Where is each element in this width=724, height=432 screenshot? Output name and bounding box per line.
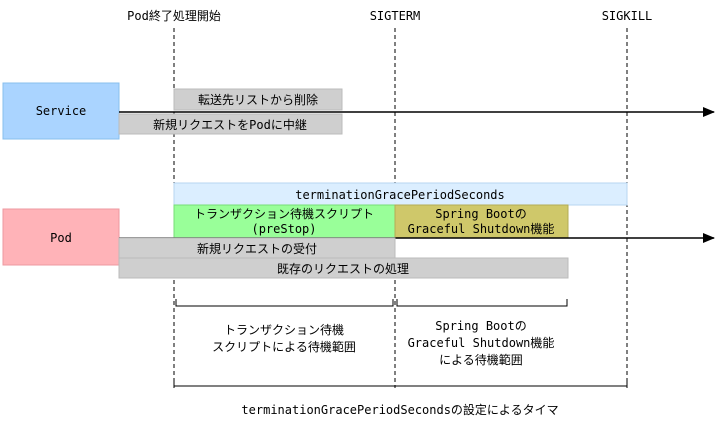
service-box	[2, 82, 120, 140]
spring-range-label-2: Graceful Shutdown機能	[408, 335, 555, 350]
script-range-label-1: トランザクション待機	[224, 322, 344, 337]
marker-pod-termination-start: Pod終了処理開始	[127, 8, 221, 23]
pod-box	[2, 208, 120, 266]
pod-label: Pod	[50, 231, 72, 245]
bracket-script-range	[175, 299, 394, 307]
bracket-timer-range	[173, 378, 628, 387]
timer-range-label: terminationGracePeriodSecondsの設定によるタイマ	[241, 402, 558, 417]
bar-spring-graceful-shutdown	[394, 204, 569, 239]
bar-accept-new-requests-label: 新規リクエストの受付	[197, 241, 317, 256]
bar-process-existing-requests	[118, 257, 569, 279]
bar-transaction-wait-label-1: トランザクション待機スクリプト	[194, 206, 374, 221]
bar-relay-new-requests-label: 新規リクエストをPodに中継	[153, 117, 307, 132]
bar-transaction-wait-label-2: (preStop)	[251, 222, 316, 236]
grace-period-label: terminationGracePeriodSeconds	[295, 188, 505, 202]
bar-spring-shutdown-label-1: Spring Bootの	[435, 207, 526, 221]
spring-range-label-3: による待機範囲	[439, 352, 523, 367]
bar-process-existing-requests-label: 既存のリクエストの処理	[277, 262, 409, 276]
marker-sigkill: SIGKILL	[602, 9, 653, 23]
bar-relay-new-requests	[118, 113, 343, 135]
script-range-label-2: スクリプトによる待機範囲	[212, 339, 356, 354]
bar-remove-destination-label: 転送先リストから削除	[198, 92, 318, 107]
marker-sigterm: SIGTERM	[370, 9, 421, 23]
bar-spring-shutdown-label-2: Graceful Shutdown機能	[408, 221, 555, 236]
spring-range-label-1: Spring Bootの	[435, 319, 526, 333]
service-label: Service	[36, 104, 87, 118]
bar-remove-destination	[173, 88, 343, 111]
bracket-spring-range	[396, 299, 568, 307]
